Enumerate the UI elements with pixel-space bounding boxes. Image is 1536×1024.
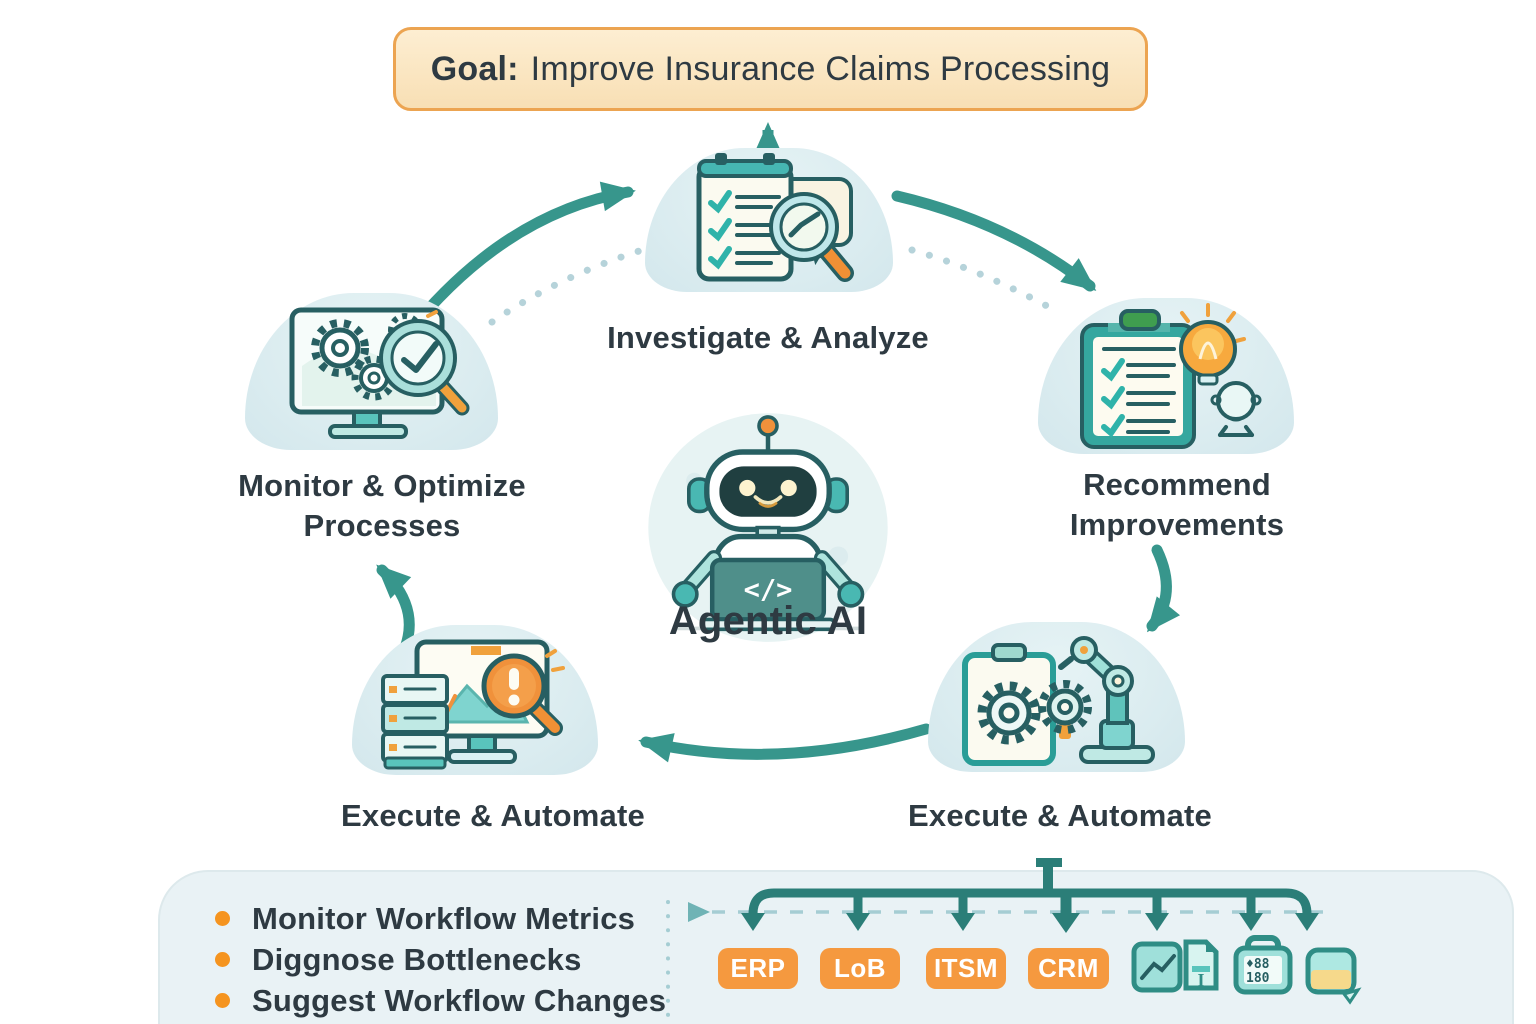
- system-icons-group: I ♦88 180: [1131, 935, 1362, 1005]
- bullet-item: Suggest Workflow Changes: [215, 980, 666, 1021]
- bullet-item: Monitor Workflow Metrics: [215, 898, 666, 939]
- cycle-arrow-execute-to-execute: [638, 723, 932, 763]
- feed-line-pointer-icon: [688, 902, 710, 922]
- lob-tag: LoB: [820, 948, 900, 989]
- dotted-trail-left: [488, 243, 656, 326]
- erp-tag: ERP: [718, 948, 798, 989]
- capability-bullet-list: Monitor Workflow Metrics Diggnose Bottle…: [215, 898, 666, 1021]
- recommend-node-bubble: [1038, 298, 1294, 454]
- server-monitor-alert-icon: [381, 639, 565, 770]
- bullet-text: Suggest Workflow Changes: [252, 982, 667, 1018]
- bullet-dot: [215, 952, 230, 967]
- crm-tag: CRM: [1028, 948, 1109, 989]
- robot-laptop-illustration: </>: [648, 413, 888, 642]
- recommend-node-label: Recommend Improvements: [1069, 467, 1285, 542]
- investigate-node-bubble: [645, 148, 893, 292]
- cycle-arrow-recommend-to-execute: [1146, 544, 1181, 633]
- execute-right-node-bubble: [928, 622, 1185, 772]
- bullet-text: Diggnose Bottlenecks: [252, 941, 582, 977]
- dotted-trail-right: [908, 246, 1062, 316]
- goal-banner: Goal: Improve Insurance Claims Processin…: [393, 27, 1148, 111]
- robot-arm-gears-icon: [961, 636, 1155, 766]
- cycle-arrow-investigate-to-recommend: [891, 190, 1097, 292]
- goal-text: Improve Insurance Claims Processing: [530, 49, 1111, 88]
- control-panel-icon: ♦88 180: [1233, 935, 1293, 995]
- investigate-node-label: Investigate & Analyze: [607, 320, 929, 355]
- bullet-item: Diggnose Bottlenecks: [215, 939, 666, 980]
- svg-text:♦88: ♦88: [1246, 957, 1270, 972]
- monitor-node-bubble: [245, 293, 498, 450]
- svg-text:I: I: [1197, 970, 1204, 990]
- laptop-code-glyph: </>: [744, 575, 793, 606]
- goal-prefix: Goal:: [430, 49, 519, 88]
- monitor-node-label: Monitor & Optimize Processes: [238, 468, 526, 543]
- card-edit-icon: [1305, 947, 1362, 1005]
- execute-left-node-label: Execute & Automate: [341, 798, 645, 833]
- execute-left-node-bubble: [352, 625, 598, 775]
- analytics-report-icon: I: [1131, 939, 1219, 993]
- monitor-gears-magnifier-icon: [289, 307, 469, 439]
- bullet-text: Monitor Workflow Metrics: [252, 900, 636, 936]
- bullet-dot: [215, 993, 230, 1008]
- branch-arrowheads: [741, 913, 1319, 933]
- clipboard-lightbulb-icon: [1080, 303, 1262, 449]
- svg-text:180: 180: [1246, 971, 1270, 986]
- center-label: Agentic AI: [668, 599, 868, 643]
- clipboard-magnifier-icon: [696, 153, 854, 282]
- bullet-dot: [215, 911, 230, 926]
- branch-connector: [666, 858, 1332, 1024]
- execute-right-node-label: Execute & Automate: [908, 798, 1212, 833]
- itsm-tag: ITSM: [926, 948, 1006, 989]
